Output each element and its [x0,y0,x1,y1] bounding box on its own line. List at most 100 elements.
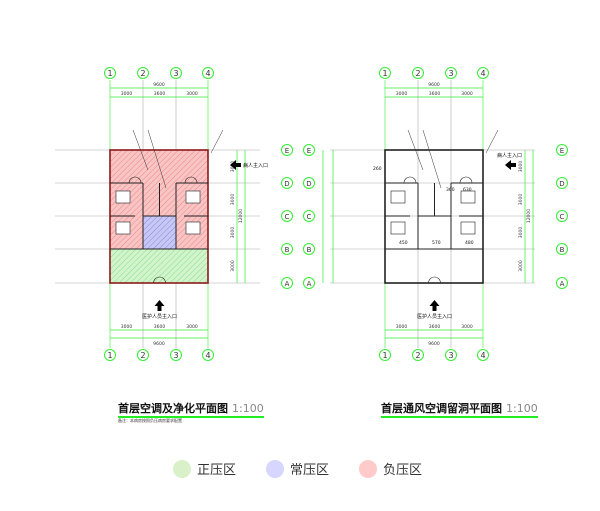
axis-label: 2 [140,69,145,78]
dimension-value: 3000 [461,324,473,330]
axis-label: 1 [382,69,387,78]
axis-bubble [556,277,568,289]
entrance-staff-label: 医护人员主入口 [142,313,177,320]
door-swing [128,176,142,184]
dimension-value: 3000 [518,194,524,206]
axis-bubble [303,144,315,156]
axis-label: B [560,246,565,254]
axis-label: 1 [107,69,112,78]
hole-dimension-label: 570 [432,240,441,246]
arrow-icon [154,300,165,311]
negative-swatch [359,459,377,478]
axis-bubble [412,349,424,361]
axis-label: E [285,147,289,155]
bed-icon [460,221,476,235]
arrow-icon [429,300,440,311]
dimension-total: 12000 [238,209,244,223]
door-swing [459,176,473,184]
hole-dimension-label: 260 [373,166,382,172]
entrance-patient-label: 病人主入口 [243,162,268,169]
axis-bubble [303,210,315,222]
dimension-value: 3000 [230,194,236,206]
dimension-value: 3600 [154,91,166,97]
dimension-value: 3000 [396,91,408,97]
leader-line [422,129,442,189]
hole-dimension-label: 360 [446,187,455,193]
axis-label: 3 [173,351,178,360]
axis-bubble [104,67,116,79]
entrance-patient-label: 病人主入口 [497,152,522,159]
axis-bubble [303,277,315,289]
title-text: 首层空调及净化平面图 [118,402,228,415]
bed-icon [185,221,201,235]
axis-label: A [285,280,290,288]
axis-bubble [379,67,391,79]
door-swing [428,276,441,284]
neutral-pressure-zone [143,216,176,249]
leader-line [407,129,424,171]
entrance-staff-label: 医护人员主入口 [417,313,452,320]
dimension-value: 3000 [518,260,524,272]
axis-bubble [281,210,293,222]
axis-label: A [560,280,565,288]
dimension-value: 3000 [518,161,524,173]
axis-label: 2 [415,351,420,360]
axis-bubble [281,243,293,255]
axis-label: B [307,246,312,254]
dimension-value: 3000 [461,91,473,97]
dimension-value: 3000 [121,91,133,97]
plan-note: 备注：本病房按照负压病房要求配置 [118,418,182,423]
axis-bubble [445,349,457,361]
dimension-total: 9600 [428,341,440,347]
leader-line [485,129,499,154]
axis-bubble [477,349,489,361]
bed-icon [390,190,406,204]
axis-label: A [307,280,312,288]
leader-line [147,129,167,189]
axis-label: 3 [173,69,178,78]
hole-dimension-label: 450 [399,240,408,246]
legend-neutral: 常压区 [266,459,329,478]
legend-label: 正压区 [197,463,237,478]
dimension-value: 3000 [230,227,236,239]
dimension-value: 3600 [429,324,441,330]
door-swing [184,176,198,184]
positive-swatch [173,459,191,478]
axis-label: C [285,213,290,221]
hole-dimension-label: 630 [463,187,472,193]
axis-label: 2 [140,351,145,360]
axis-bubble [445,67,457,79]
bed-icon [460,190,476,204]
axis-label: D [306,180,311,188]
axis-bubble [556,144,568,156]
axis-bubble [202,349,214,361]
legend-positive: 正压区 [173,459,236,478]
axis-bubble [379,349,391,361]
scale-text: 1:100 [506,402,538,415]
dimension-value: 3000 [186,324,198,330]
axis-label: D [559,180,564,188]
dimension-value: 3000 [186,91,198,97]
dimension-value: 3600 [154,324,166,330]
axis-label: 4 [205,351,210,360]
door-swing [153,276,166,284]
axis-label: 4 [205,69,210,78]
axis-bubble [170,67,182,79]
arrow-icon [230,160,241,170]
axis-label: 1 [382,351,387,360]
bed-icon [390,221,406,235]
axis-label: C [307,213,312,221]
hole-dimension-label: 480 [465,240,474,246]
axis-bubble [137,67,149,79]
bed-icon [185,190,201,204]
axis-bubble [556,210,568,222]
axis-bubble [303,177,315,189]
axis-bubble [281,277,293,289]
dimension-value: 3000 [518,227,524,239]
axis-bubble [281,144,293,156]
leader-line [132,129,149,171]
axis-label: C [560,213,565,221]
